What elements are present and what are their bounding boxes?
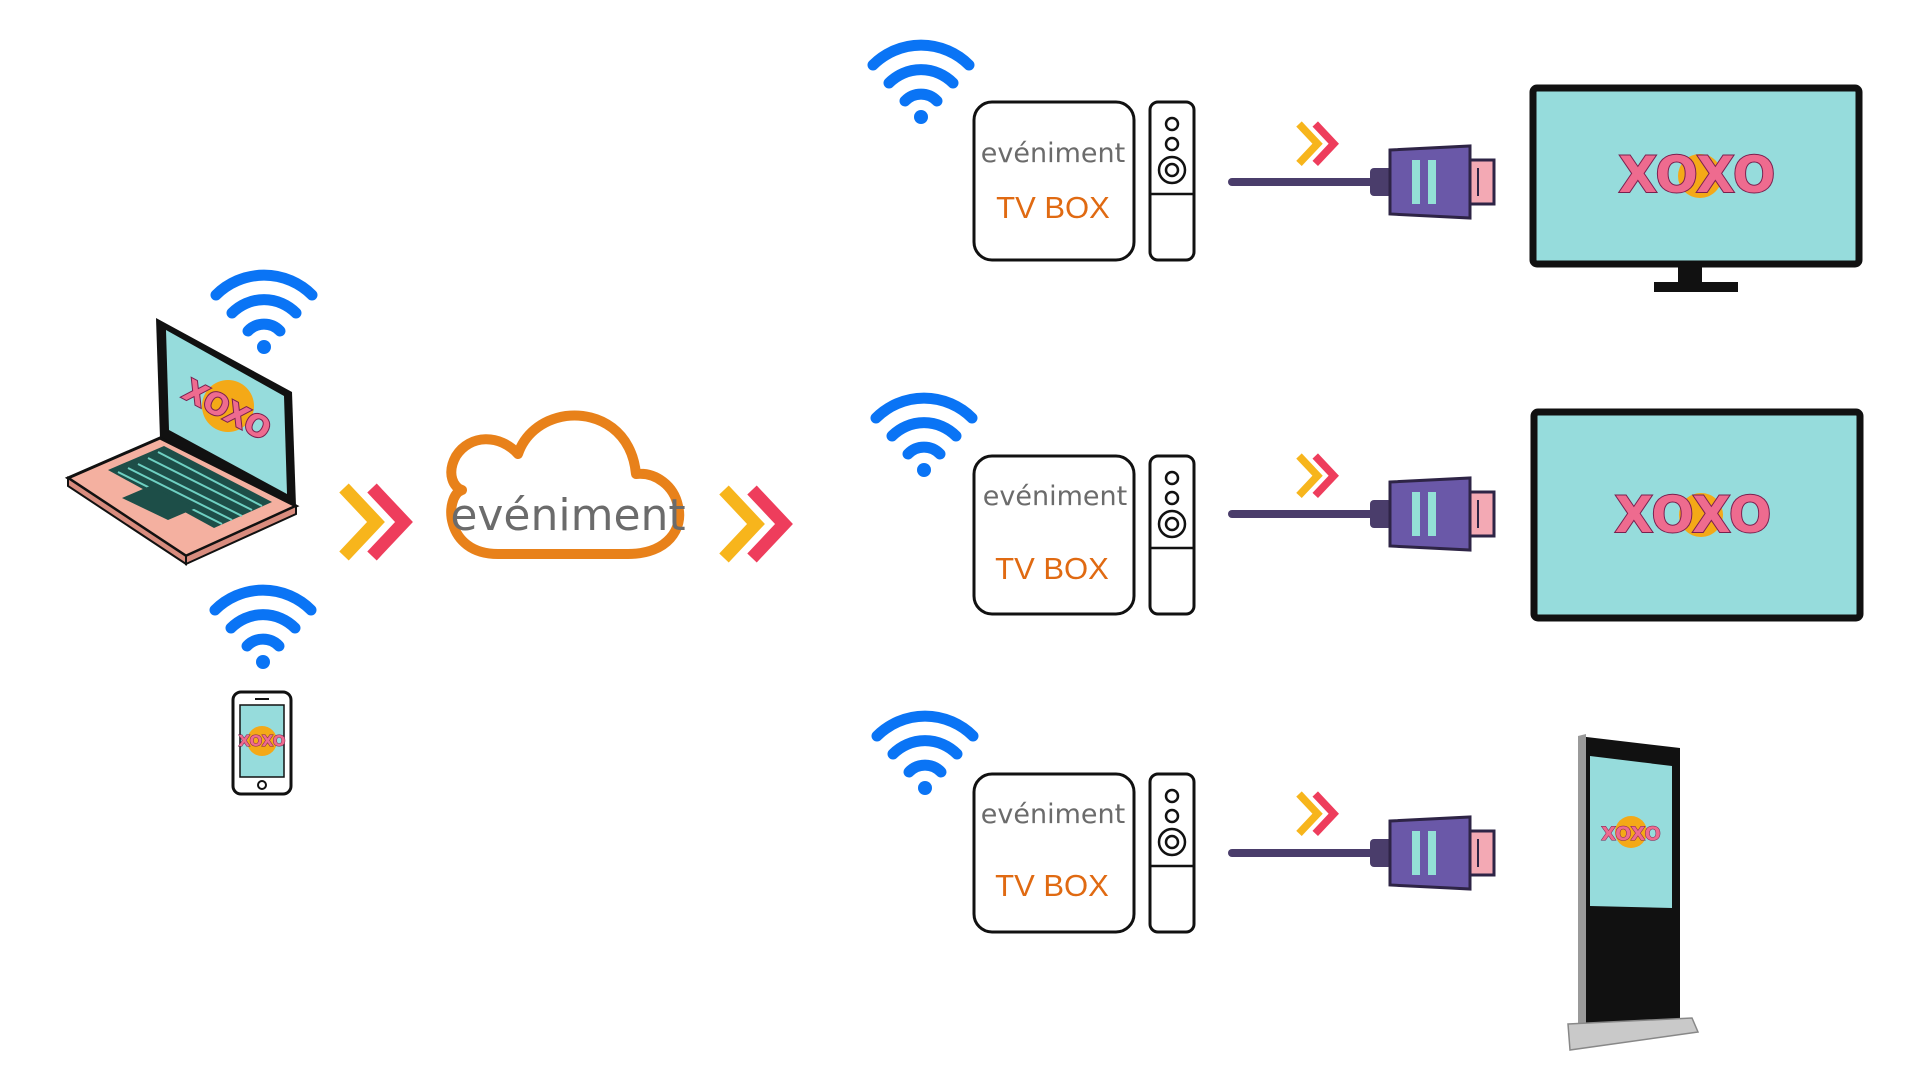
tv-box-brand: evéniment	[981, 138, 1125, 169]
output-row-monitor: evéniment TV BOX XOXO	[876, 398, 1864, 622]
double-chevron-icon	[1299, 124, 1334, 163]
kiosk-screen-logo: XOXO	[1601, 823, 1661, 845]
cloud-service: evéniment	[446, 410, 686, 559]
tv-box-brand: evéniment	[983, 481, 1127, 512]
hdmi-cable-icon	[1232, 146, 1494, 218]
tv-box-product: TV BOX	[996, 190, 1110, 225]
monitor-display: XOXO	[1530, 408, 1864, 622]
tv-box-product: TV BOX	[995, 868, 1109, 903]
double-chevron-icon	[1299, 794, 1334, 833]
double-chevron-icon	[1299, 456, 1334, 495]
tv-box-brand: evéniment	[981, 799, 1125, 830]
tv-box-product: TV BOX	[995, 551, 1109, 586]
wifi-icon	[215, 590, 311, 669]
remote-icon	[1148, 454, 1196, 616]
phone-icon	[231, 690, 293, 796]
tv-box: evéniment TV BOX	[972, 100, 1136, 262]
output-row-kiosk: evéniment TV BOX XOXO	[877, 716, 1700, 1051]
wifi-icon	[873, 45, 969, 124]
laptop-icon	[64, 318, 300, 566]
tv-box: evéniment TV BOX	[972, 454, 1136, 616]
tv-box: evéniment TV BOX	[972, 772, 1136, 934]
monitor-screen-logo: XOXO	[1615, 486, 1772, 544]
remote-icon	[1148, 772, 1196, 934]
double-chevron-icon	[344, 488, 404, 556]
cloud-label: evéniment	[450, 490, 685, 541]
wifi-icon	[216, 275, 312, 354]
remote-icon	[1148, 100, 1196, 262]
hdmi-cable-icon	[1232, 817, 1494, 889]
tv-display: XOXO	[1529, 84, 1863, 292]
laptop-source: XOXO	[64, 275, 312, 566]
wifi-icon	[876, 398, 972, 477]
hdmi-cable-icon	[1232, 478, 1494, 550]
double-chevron-icon	[724, 490, 784, 558]
cloud-icon	[446, 410, 685, 559]
kiosk-display: XOXO	[1567, 734, 1700, 1051]
phone-source: XOXO	[215, 590, 311, 796]
output-row-tv: evéniment TV BOX XOXO	[873, 45, 1863, 292]
tv-screen-logo: XOXO	[1619, 146, 1776, 204]
wifi-icon	[877, 716, 973, 795]
phone-screen-logo: XOXO	[238, 732, 285, 750]
